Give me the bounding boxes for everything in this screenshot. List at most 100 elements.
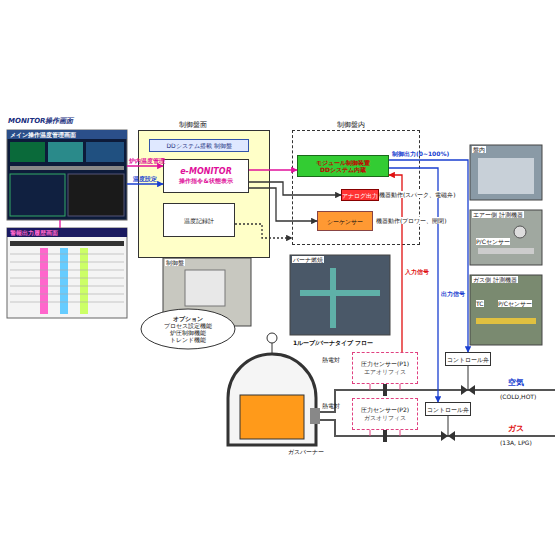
node-title: 制御盤面 xyxy=(179,121,207,129)
screen-tile xyxy=(86,142,124,162)
photo-gauge xyxy=(514,226,526,238)
sensor-box: 圧力センサー(P2)ガスオリフィス xyxy=(352,398,418,430)
connector xyxy=(59,220,60,228)
orifice xyxy=(383,384,387,396)
node-body: プロセス設定機能 炉圧制御機能 トレンド機能 xyxy=(160,322,216,343)
valve-symbol xyxy=(468,385,475,395)
monitor-box: e-MONITOR操作指令&状態表示 xyxy=(163,159,249,193)
connector-label: 入力信号 xyxy=(405,268,429,275)
photo xyxy=(470,145,542,200)
sensor-box: 圧力センサー(P1)エアオリフィス xyxy=(352,352,418,384)
photo-detail xyxy=(478,158,534,194)
table-column xyxy=(40,248,48,314)
medium-label: ガス xyxy=(508,424,524,433)
connector xyxy=(389,168,438,402)
action-note: 機器動作(スパーク、電磁弁) xyxy=(379,191,456,198)
connector-label: 温度設定 xyxy=(133,175,157,182)
connector xyxy=(127,183,163,184)
node-title: 圧力センサー(P1) xyxy=(361,360,409,368)
screen-image xyxy=(7,228,127,318)
medium-note: (13A, LPG) xyxy=(500,439,532,446)
medium-note: (COLD,HOT) xyxy=(500,393,536,400)
photo xyxy=(470,210,542,265)
part-label: ガスバーナー xyxy=(288,448,324,455)
photo xyxy=(290,255,390,335)
orifice xyxy=(383,430,387,442)
photo-pipe xyxy=(476,318,536,324)
connector xyxy=(127,165,163,166)
valve-stem xyxy=(468,366,469,390)
table-rows xyxy=(10,254,124,302)
sequencer-box: シーケンサー xyxy=(317,211,373,231)
node-title: 盤内 xyxy=(472,146,486,153)
thermocouple-gauge xyxy=(267,333,277,343)
connector-label: 制御出力(0~100%) xyxy=(392,150,449,157)
node-title: オプション xyxy=(173,315,203,322)
action-note: 機器動作(ブロワー、開閉) xyxy=(376,217,447,224)
screen-tile xyxy=(48,142,83,162)
screen-tile xyxy=(10,142,45,162)
node-title: DDシステム搭載 制御盤 xyxy=(166,142,231,149)
node-title: 温度記録計 xyxy=(184,217,214,224)
photo-frame: ガス側 計測機器 xyxy=(470,275,542,345)
photo-frame: バーナ燃焼 xyxy=(290,255,390,335)
valve-box: コントロール弁 xyxy=(445,352,491,366)
node-title: 制御盤 xyxy=(165,259,185,266)
connector-label: 出力信号 xyxy=(441,290,465,297)
node-title: 警報出力履歴画面 xyxy=(10,229,58,236)
node-title: アナログ出力 xyxy=(342,192,378,199)
ellipse-shape xyxy=(141,309,235,349)
node-body: ガスオリフィス xyxy=(364,414,406,422)
valve-box: コントロール弁 xyxy=(425,402,471,416)
node-title: モジュール制御装置 DDシステム内蔵 xyxy=(298,159,388,173)
node-title: エアー側 計測機器 xyxy=(472,211,524,218)
node-title: コントロール弁 xyxy=(447,356,489,363)
output-box: アナログ出力 xyxy=(341,189,379,201)
valve-symbol xyxy=(448,431,455,441)
screen-header xyxy=(7,228,127,237)
node-title: バーナ燃焼 xyxy=(292,256,324,263)
node-title: e-MONITOR xyxy=(180,167,232,177)
photo xyxy=(470,275,542,345)
furnace-shell xyxy=(228,354,316,445)
screen-title: MONITOR操作画面 xyxy=(8,117,74,125)
photo-pipe xyxy=(300,290,380,296)
valve-symbol xyxy=(461,385,468,395)
screen-bar xyxy=(10,166,124,170)
screen-tile xyxy=(68,174,124,216)
connector xyxy=(235,224,292,238)
system-box: DDシステム搭載 制御盤 xyxy=(149,139,249,152)
table-column xyxy=(80,248,88,314)
valve-symbol xyxy=(441,431,448,441)
node-title: メイン操作温度管理画面 xyxy=(10,131,76,138)
node-title: 圧力センサー(P2) xyxy=(361,406,409,414)
node-body: エアオリフィス xyxy=(364,368,406,376)
screen-header xyxy=(7,130,127,139)
furnace-chamber xyxy=(240,395,304,439)
node-title: 制御盤内 xyxy=(337,121,365,129)
photo-pipe xyxy=(478,248,534,254)
photo-tag: P/Cセンサー xyxy=(476,238,510,245)
connector xyxy=(249,188,317,221)
screen-tile xyxy=(10,174,65,216)
photo-detail xyxy=(185,270,225,306)
cabinet-group: モジュール制御装置 DDシステム内蔵アナログ出力シーケンサー制御盤内 xyxy=(292,130,420,245)
node-title: ガス側 計測機器 xyxy=(472,276,518,283)
valve-stem xyxy=(448,416,449,436)
connector xyxy=(389,175,402,352)
connector xyxy=(249,169,297,170)
table-column xyxy=(60,248,68,314)
photo-tag: TC xyxy=(476,300,484,307)
connector-label: 炉内温度管理 xyxy=(129,157,165,164)
photo-tag: P/Cセンサー xyxy=(498,300,532,307)
connector xyxy=(389,160,468,352)
option-callout: オプションプロセス設定機能 炉圧制御機能 トレンド機能 xyxy=(140,308,236,350)
node-title: シーケンサー xyxy=(327,218,363,225)
part-label: 熱電対 xyxy=(322,356,340,363)
screen-panel: 警報出力履歴画面 xyxy=(7,228,127,318)
panel-box: DDシステム搭載 制御盤e-MONITOR操作指令&状態表示温度記録計制御盤面 xyxy=(138,130,270,258)
controller-box: モジュール制御装置 DDシステム内蔵 xyxy=(297,155,389,177)
screen-panel: メイン操作温度管理画面 xyxy=(7,130,127,220)
